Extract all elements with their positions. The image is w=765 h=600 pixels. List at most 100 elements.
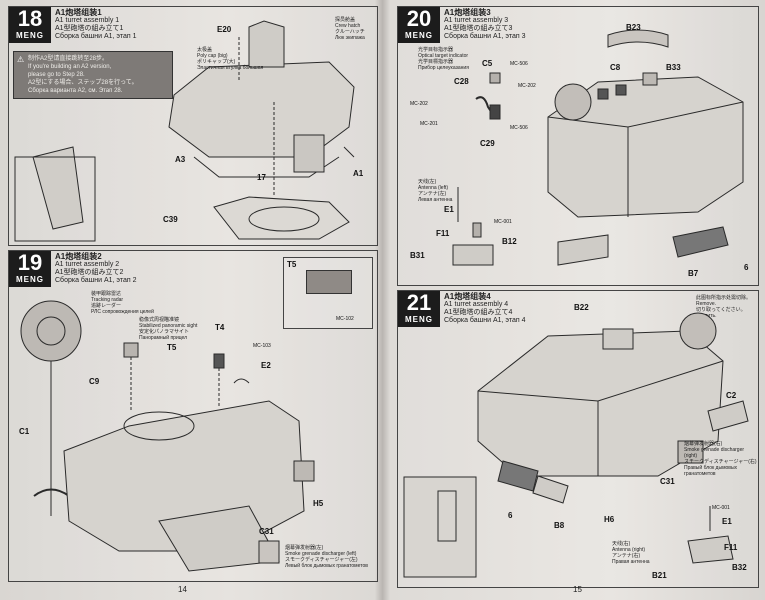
callout-sight: 稳像式周视瞄准镜 Stabilized panoramic sight 安定化パ… [139, 317, 197, 341]
step-number: 21 [406, 290, 432, 315]
brand-logo: MENG [16, 31, 44, 40]
callout-text: スモークディスチャージャー(左) [285, 557, 358, 563]
part-label: B33 [666, 63, 681, 72]
callout-text: Эластичная втулка большая [197, 65, 264, 71]
callout-smoke-right: 烟幕弹发射器(右) Smoke grenade discharger (righ… [684, 441, 758, 477]
title-en: A1 turret assembly 3 [444, 17, 509, 24]
callout-text: アンテナ(左) [418, 191, 447, 197]
step-titles: A1炮塔组装4 A1 turret assembly 4 A1型砲塔の組み立て4… [444, 293, 526, 325]
warning-icon: ⚠ [17, 55, 25, 64]
t5-lens-swatch [306, 270, 352, 294]
callout-text: スモークディスチャージャー(右) [684, 459, 757, 465]
part-label: C8 [610, 63, 621, 72]
step-badge: 21 MENG [398, 291, 440, 327]
callout-text: 太极盖 [197, 47, 213, 53]
paint-code: MC-202 [410, 101, 428, 107]
callout-text: Левый блок дымовых гранатометов [285, 563, 368, 569]
callout-text: クルーハッチ [335, 29, 365, 35]
callout-text: 稳像式周视瞄准镜 [139, 317, 180, 323]
callout-text: 切り取ってください。 [696, 307, 746, 313]
title-en: A1 turret assembly 2 [55, 261, 120, 268]
step-titles: A1炮塔组装3 A1 turret assembly 3 A1型砲塔の組み立て3… [444, 9, 526, 41]
turret-drawing-21 [403, 312, 749, 578]
turret-drawing-19 [20, 300, 315, 572]
callout-text: Stabilized panoramic sight [139, 323, 198, 329]
note-line: A2型にする場合、ステップ28を行って。 [28, 80, 138, 86]
step-18: 18 MENG A1炮塔组装1 A1 turret assembly 1 A1型… [8, 6, 378, 246]
step-number: 19 [17, 250, 43, 275]
paint-code: MC-506 [510, 61, 528, 67]
part-label: C39 [163, 215, 178, 224]
version-note: ⚠ 制作A2型请直接跳转至28步。 If you're building an … [13, 51, 173, 99]
callout-text: Правый блок дымовых гранатометов [684, 465, 738, 477]
paint-code: MC-506 [510, 125, 528, 131]
repeat-count: 6 [744, 263, 749, 272]
callout-radar: 装甲跟踪雷达 Tracking radar 追跡レーダー РЛС сопрово… [91, 291, 154, 315]
page-number-left: 14 [178, 585, 187, 594]
part-label: T5 [287, 260, 297, 269]
callout-text: 烟幕弹发射器(右) [684, 441, 723, 447]
part-label: H6 [604, 515, 615, 524]
part-label: C28 [454, 77, 469, 86]
title-jp: A1型砲塔の組み立て1 [55, 25, 124, 32]
step-badge: 19 MENG [9, 251, 51, 287]
part-label: C2 [726, 391, 737, 400]
callout-text: Левая антенна [418, 197, 453, 203]
step-titles: A1炮塔组装2 A1 turret assembly 2 A1型砲塔の組み立て2… [55, 253, 137, 285]
repeat-count: 17 [257, 173, 266, 182]
callout-text: Люк экипажа [335, 35, 365, 41]
part-label: C1 [19, 427, 30, 436]
callout-text: 天线(右) [612, 541, 631, 547]
note-line: If you're building an A2 version, [28, 64, 112, 70]
title-cn: A1炮塔组装4 [444, 292, 491, 301]
callout-text: Crew hatch [335, 23, 361, 29]
callout-text: РЛС сопровождения целей [91, 309, 154, 315]
step-20: 20 MENG A1炮塔组装3 A1 turret assembly 3 A1型… [397, 6, 759, 286]
part-label: F11 [436, 229, 450, 238]
turret-drawing-20 [452, 29, 744, 266]
turret-drawing-18 [14, 20, 355, 242]
callout-antenna-right: 天线(右) Antenna (right) アンテナ(右) Правая ант… [612, 541, 650, 565]
title-ru: Сборка башни A1, этап 4 [444, 317, 526, 324]
note-line: Сборка варианта A2, см. Этап 28. [28, 88, 123, 94]
callout-text: 追跡レーダー [91, 303, 122, 309]
callout-text: Панорамный прицел [139, 335, 188, 341]
part-label: A3 [175, 155, 186, 164]
part-label: H5 [313, 499, 324, 508]
callout-text: 天线(左) [418, 179, 437, 185]
part-label: B23 [626, 23, 641, 32]
part-label: E1 [722, 517, 732, 526]
callout-text: Optical target indicator [418, 53, 469, 59]
repeat-count: 6 [508, 511, 513, 520]
callout-target-indicator: 光学目标指示器 Optical target indicator 光学目標指示器… [418, 47, 469, 71]
callout-text: アンテナ(右) [612, 553, 641, 559]
callout-text: Smoke grenade discharger (right) [684, 447, 745, 459]
part-label: E1 [444, 205, 454, 214]
paint-code: MC-202 [518, 83, 536, 89]
part-label: B8 [554, 521, 565, 530]
paint-code: MC-102 [336, 316, 354, 322]
step-number: 20 [406, 6, 432, 31]
title-jp: A1型砲塔の組み立て3 [444, 25, 513, 32]
callout-text: Poly cap (big) [197, 53, 228, 59]
paint-code: MC-001 [494, 219, 512, 225]
part-label: C31 [259, 527, 274, 536]
part-label: C29 [480, 139, 495, 148]
step-badge: 18 MENG [9, 7, 51, 43]
part-label: B32 [732, 563, 747, 572]
title-cn: A1炮塔组装3 [444, 8, 491, 17]
callout-antenna-left: 天线(左) Antenna (left) アンテナ(左) Левая антен… [418, 179, 452, 203]
callout-poly-cap: 太极盖 Poly cap (big) ポリキャップ(大) Эластичная … [197, 47, 263, 71]
callout-text: 烟幕弹发射器(左) [285, 545, 324, 551]
part-label: B21 [652, 571, 667, 580]
part-label: T5 [167, 343, 177, 352]
callout-text: Прибор целеуказания [418, 65, 469, 71]
title-ru: Сборка башни A1, этап 2 [55, 277, 137, 284]
callout-text: 装甲跟踪雷达 [91, 291, 122, 297]
part-label: B7 [688, 269, 699, 278]
part-label: E20 [217, 25, 232, 34]
title-cn: A1炮塔组装1 [55, 8, 102, 17]
callout-text: 探员舱盖 [335, 17, 356, 23]
callout-text: Antenna (right) [612, 547, 646, 553]
title-ru: Сборка башни A1, этап 1 [55, 33, 137, 40]
